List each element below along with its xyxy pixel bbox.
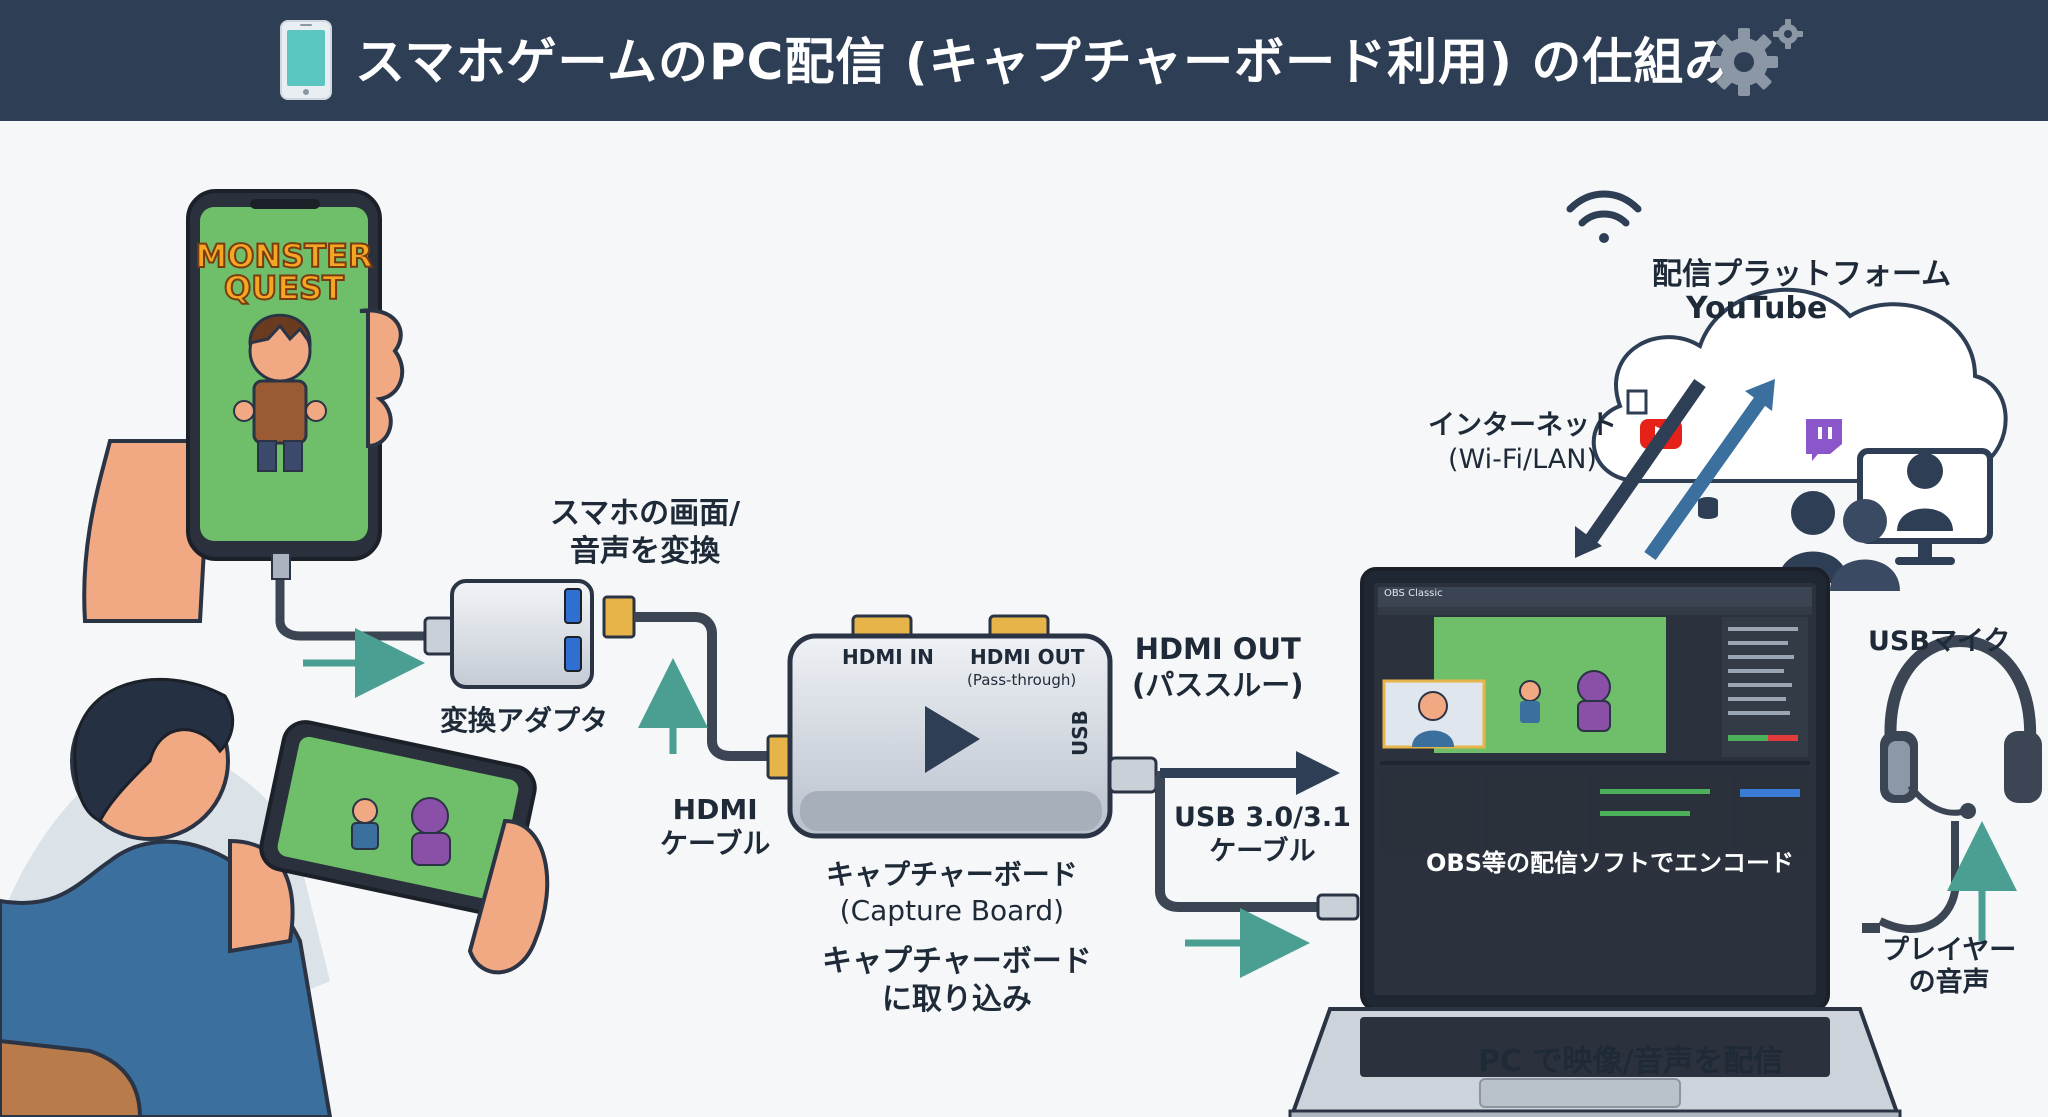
internet-line2: (Wi-Fi/LAN) — [1448, 444, 1597, 475]
header-bar: スマホゲームのPC配信 (キャプチャーボード利用) の仕組み — [0, 0, 2048, 121]
adapter-note: スマホの画面/ 音声を変換 — [550, 495, 740, 571]
hdmi-out-label: HDMI OUT (パススルー) — [1132, 631, 1304, 703]
laptop — [1288, 567, 1902, 1117]
gear-icon — [1710, 19, 1803, 96]
capture-board-name-jp: キャプチャーボード — [826, 858, 1078, 891]
landscape-game-characters — [351, 797, 451, 866]
port-hdmi-in-label: HDMI IN — [842, 645, 934, 669]
internet-arrows — [1575, 379, 1775, 561]
usb-mic-label: USBマイク — [1868, 626, 2011, 657]
hand-holding-phone: MONSTER QUEST — [82, 189, 450, 641]
diagram-illustration: MONSTER QUEST — [0, 189, 2042, 1117]
usb-cable-line2: ケーブル — [1209, 836, 1316, 867]
phone-game-hero — [233, 313, 327, 472]
internet-line1: インターネット — [1428, 410, 1617, 441]
youtube-label: YouTube — [1686, 291, 1828, 326]
internet-label: インターネット (Wi-Fi/LAN) — [1428, 409, 1617, 477]
player-voice-label: プレイヤー の音声 — [1882, 935, 2016, 999]
obs-window-title: OBS Classic — [1384, 588, 1443, 599]
smartphone-icon — [280, 20, 332, 100]
capture-caption-line1: キャプチャーボード — [822, 944, 1092, 979]
play-icon — [925, 706, 980, 773]
player-voice-line2: の音声 — [1908, 967, 1990, 998]
usb-headset-mic — [1862, 634, 2042, 934]
hdmi-cable-label: HDMI ケーブル — [660, 793, 770, 861]
adapter-label: 変換アダプタ — [440, 704, 609, 737]
hdmi-out-line2: (パススルー) — [1132, 668, 1304, 702]
pc-caption: PC で映像/音声を配信 — [1478, 1044, 1784, 1079]
hdmi-cable-line1: HDMI — [672, 793, 758, 826]
adapter-note-line2: 音声を変換 — [570, 534, 721, 569]
capture-board-device — [787, 614, 1113, 839]
usb-port-label: USB — [1068, 710, 1092, 756]
capture-caption-line2: に取り込み — [881, 982, 1032, 1017]
usb-cable-label: USB 3.0/3.1 ケーブル — [1174, 801, 1351, 869]
hdmi-out-line1: HDMI OUT — [1134, 632, 1301, 666]
conversion-adapter — [423, 579, 594, 689]
twitch-icon — [1806, 419, 1842, 461]
document-icon — [1626, 389, 1648, 415]
wifi-icon — [1566, 190, 1642, 243]
port-hdmi-out-label: HDMI OUT — [970, 645, 1085, 669]
port-passthrough-note: (Pass-through) — [967, 671, 1077, 689]
obs-caption: OBS等の配信ソフトでエンコード — [1426, 849, 1794, 877]
game-logo-line2: QUEST — [224, 269, 344, 307]
cloud-platform-label: 配信プラットフォーム — [1652, 257, 1952, 292]
capture-board-name-en: (Capture Board) — [839, 894, 1065, 927]
game-logo-line1: MONSTER — [195, 237, 372, 275]
viewers-icon — [1778, 448, 1993, 591]
capture-board-caption: キャプチャーボード に取り込み — [822, 943, 1092, 1019]
player-figure — [0, 677, 550, 1117]
adapter-note-line1: スマホの画面/ — [550, 496, 741, 531]
diagram-canvas: MONSTER QUEST — [0, 121, 2048, 1117]
usb-cable-line1: USB 3.0/3.1 — [1174, 802, 1351, 833]
hdmi-cable-line2: ケーブル — [660, 827, 771, 860]
capture-board-name: キャプチャーボード (Capture Board) — [826, 857, 1078, 929]
page-title: スマホゲームのPC配信 (キャプチャーボード利用) の仕組み — [355, 33, 1736, 91]
arrow-hdmi-out — [1296, 751, 1340, 795]
player-voice-line1: プレイヤー — [1882, 935, 2017, 966]
